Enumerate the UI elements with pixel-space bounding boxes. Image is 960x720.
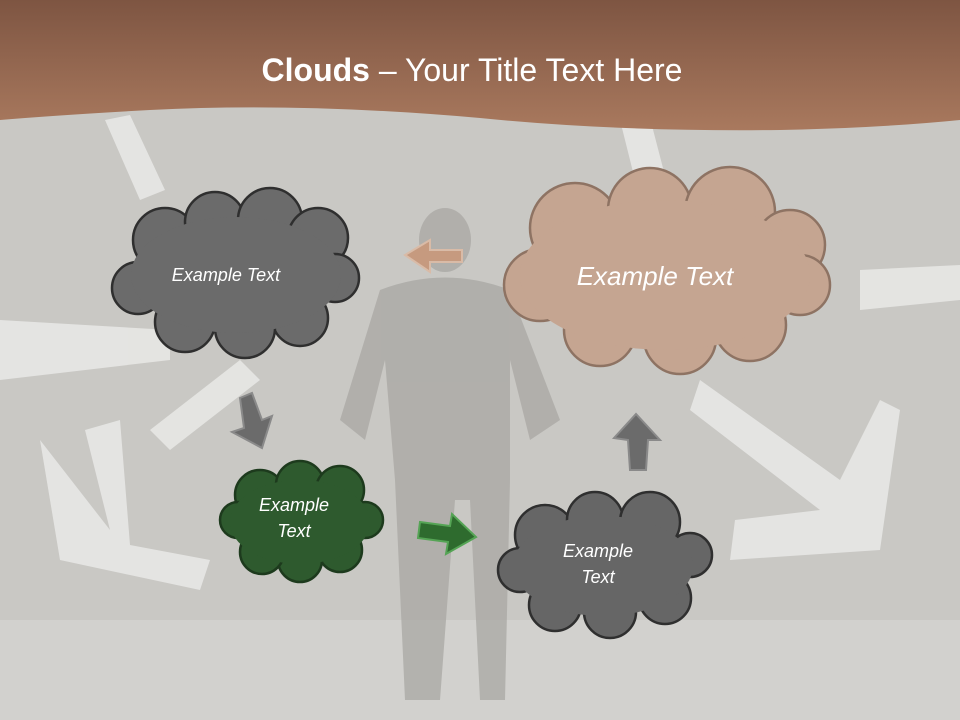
cloud-bottom-right	[496, 490, 714, 640]
cloud-top-left	[110, 186, 361, 360]
cloud-top-right-text: Example Text	[576, 261, 734, 291]
cloud-bottom-right-line1: Example	[562, 541, 634, 561]
title-rest: Your Title Text Here	[404, 52, 683, 88]
title-dash: –	[369, 52, 405, 88]
header-band	[0, 0, 960, 131]
up-arrow-icon	[611, 412, 663, 471]
cloud-bottom-right-line2: Text	[581, 567, 615, 588]
cloud-bottom-left-line2: Text	[277, 521, 311, 542]
cloud-bottom-left-text: Example Text	[232, 492, 356, 544]
left-arrow-icon	[403, 238, 463, 274]
right-arrow-icon	[416, 511, 478, 556]
slide-title: Clouds – Your Title Text Here	[0, 52, 944, 89]
title-bold: Clouds	[261, 52, 370, 88]
cloud-top-right	[502, 165, 832, 376]
cloud-bottom-left	[218, 459, 385, 584]
down-arrow-icon	[229, 391, 274, 450]
cloud-top-left-text: Example Text	[171, 265, 281, 285]
cloud-bottom-right-text: Example Text	[528, 538, 668, 590]
cloud-bottom-left-line1: Example	[258, 495, 330, 515]
